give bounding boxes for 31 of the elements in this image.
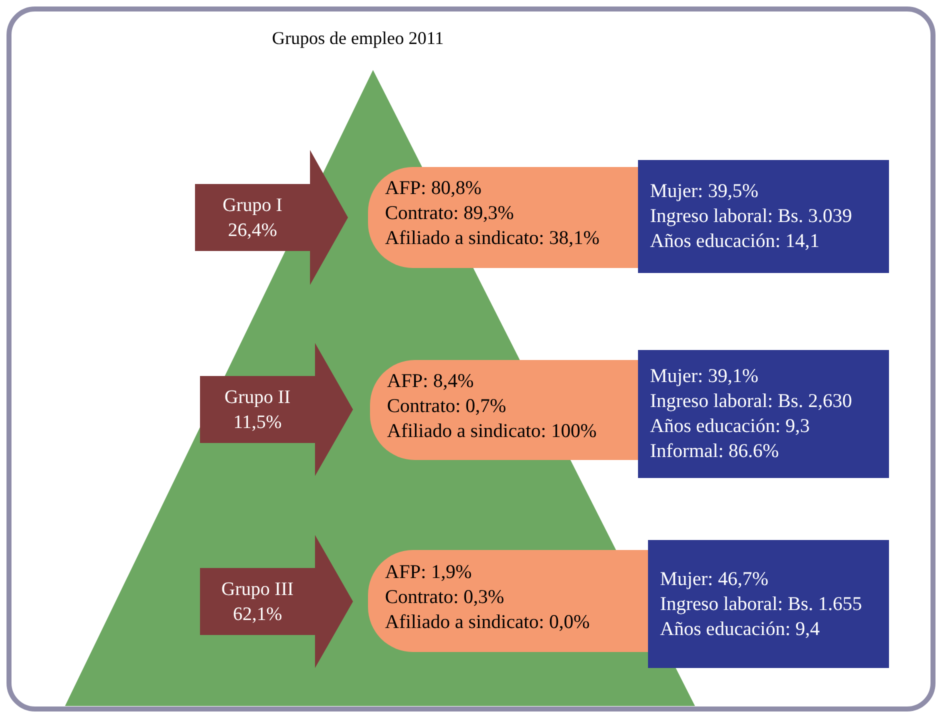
- info-box: [648, 540, 889, 668]
- group-label: Grupo I: [222, 194, 284, 218]
- stat-line: Afiliado a sindicato: 100%: [387, 420, 597, 444]
- stat-line: Años educación: 9,3: [650, 415, 811, 439]
- stat-line: Afiliado a sindicato: 38,1%: [385, 227, 600, 251]
- stat-line: Ingreso laboral: Bs. 2,630: [650, 390, 852, 414]
- group-label: Grupo III: [220, 578, 295, 602]
- info-box: [638, 350, 889, 478]
- stat-line: AFP: 8,4%: [387, 370, 475, 394]
- stat-line: Mujer: 39,5%: [650, 180, 760, 204]
- stat-line: Ingreso laboral: Bs. 3.039: [650, 205, 852, 229]
- info-box: [638, 160, 889, 273]
- block-arrow: [195, 150, 348, 285]
- stat-line: Años educación: 9,4: [660, 618, 821, 642]
- stat-line: Años educación: 14,1: [650, 230, 821, 254]
- stat-line: Contrato: 0,3%: [385, 586, 506, 610]
- stat-line: Contrato: 89,3%: [385, 202, 515, 226]
- stat-line: Informal: 86.6%: [650, 440, 780, 464]
- stat-line: Afiliado a sindicato: 0,0%: [385, 610, 590, 634]
- stat-line: Ingreso laboral: Bs. 1.655: [660, 592, 862, 616]
- group-label: Grupo II: [224, 386, 292, 410]
- stat-line: AFP: 80,8%: [385, 177, 482, 201]
- group-label: 11,5%: [232, 410, 283, 434]
- stat-line: Mujer: 39,1%: [650, 365, 760, 389]
- title: Grupos de empleo 2011: [272, 28, 444, 49]
- stat-line: Mujer: 46,7%: [660, 568, 770, 592]
- stat-line: AFP: 1,9%: [385, 560, 473, 584]
- stat-line: Contrato: 0,7%: [387, 394, 508, 418]
- group-label: 26,4%: [226, 218, 278, 242]
- rounded-box: [368, 167, 638, 268]
- group-label: 62,1%: [232, 602, 284, 626]
